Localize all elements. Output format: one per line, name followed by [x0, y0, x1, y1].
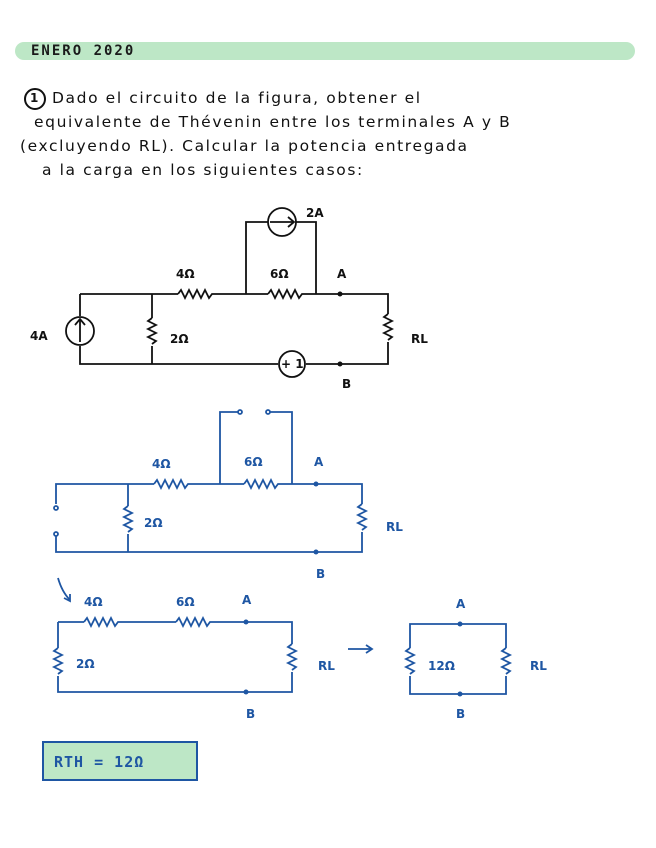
- node-a-dot-c1: [337, 291, 343, 297]
- circuit-equivalent: [403, 623, 513, 695]
- header-banner: ENERO 2020: [15, 42, 635, 60]
- problem-line-4: a la carga en los siguientes casos:: [42, 161, 364, 179]
- page-title: ENERO 2020: [31, 43, 136, 59]
- problem-number: 1: [24, 88, 46, 110]
- resistor-6ohm-c2: [243, 477, 282, 491]
- label-4a: 4A: [30, 329, 48, 343]
- resistor-rl-c4: [499, 647, 513, 675]
- node-b-dot-c3: [243, 689, 249, 695]
- current-source-4a: [65, 316, 95, 346]
- resistor-rl-c3: [285, 643, 299, 671]
- label-4ohm-c2: 4Ω: [152, 457, 171, 471]
- label-6ohm-c3: 6Ω: [176, 595, 195, 609]
- label-4ohm-c1: 4Ω: [176, 267, 195, 281]
- current-source-2a: [267, 207, 297, 237]
- label-4ohm-c3: 4Ω: [84, 595, 103, 609]
- right-arrow-head: [365, 644, 374, 654]
- problem-line-3: (excluyendo RL). Calcular la potencia en…: [20, 137, 469, 155]
- curved-arrow-head: [63, 594, 71, 603]
- resistor-4ohm-c2: [153, 477, 192, 491]
- label-6ohm-c1: 6Ω: [270, 267, 289, 281]
- result-box: RTH = 12Ω: [42, 741, 198, 781]
- resistor-4ohm-c3: [83, 615, 122, 629]
- node-b-dot-c2: [313, 549, 319, 555]
- rth-result: RTH = 12Ω: [54, 753, 145, 771]
- label-a-c1: A: [337, 267, 347, 281]
- node-a-dot-c4: [457, 621, 463, 627]
- circuit-sources-off: [53, 409, 369, 553]
- resistor-6ohm-c3: [175, 615, 214, 629]
- resistor-12ohm-c4: [403, 647, 417, 675]
- label-12ohm-c4: 12Ω: [428, 659, 455, 673]
- label-rl-c4: RL: [530, 659, 547, 673]
- resistor-rl-c1: [381, 313, 395, 341]
- label-a-c2: A: [314, 455, 324, 469]
- label-2ohm-c3: 2Ω: [76, 657, 95, 671]
- node-a-dot-c2: [313, 481, 319, 487]
- label-b-c2: B: [316, 567, 325, 581]
- resistor-2ohm-c3: [51, 647, 65, 675]
- label-a-c4: A: [456, 597, 466, 611]
- resistor-6ohm-c1: [267, 287, 304, 301]
- resistor-2ohm-c1: [145, 317, 159, 345]
- circuit-original: [65, 207, 395, 378]
- label-2ohm-c1: 2Ω: [170, 332, 189, 346]
- node-b-dot-c1: [337, 361, 343, 367]
- circuit-simplified: [51, 615, 299, 693]
- node-b-dot-c4: [457, 691, 463, 697]
- label-2ohm-c2: 2Ω: [144, 516, 163, 530]
- resistor-2ohm-c2: [121, 505, 135, 533]
- node-a-dot-c3: [243, 619, 249, 625]
- problem-line-2: equivalente de Thévenin entre los termin…: [34, 113, 512, 131]
- curved-arrow-icon: [57, 577, 71, 601]
- label-rl-c1: RL: [411, 332, 428, 346]
- label-rl-c3: RL: [318, 659, 335, 673]
- label-voltage-source: + 1: [281, 357, 304, 371]
- resistor-rl-c2: [355, 503, 369, 531]
- voltage-source-c1: [278, 350, 306, 378]
- resistor-4ohm-c1: [177, 287, 215, 301]
- label-6ohm-c2: 6Ω: [244, 455, 263, 469]
- label-2a: 2A: [306, 206, 324, 220]
- label-rl-c2: RL: [386, 520, 403, 534]
- label-a-c3: A: [242, 593, 252, 607]
- label-b-c1: B: [342, 377, 351, 391]
- label-b-c4: B: [456, 707, 465, 721]
- label-b-c3: B: [246, 707, 255, 721]
